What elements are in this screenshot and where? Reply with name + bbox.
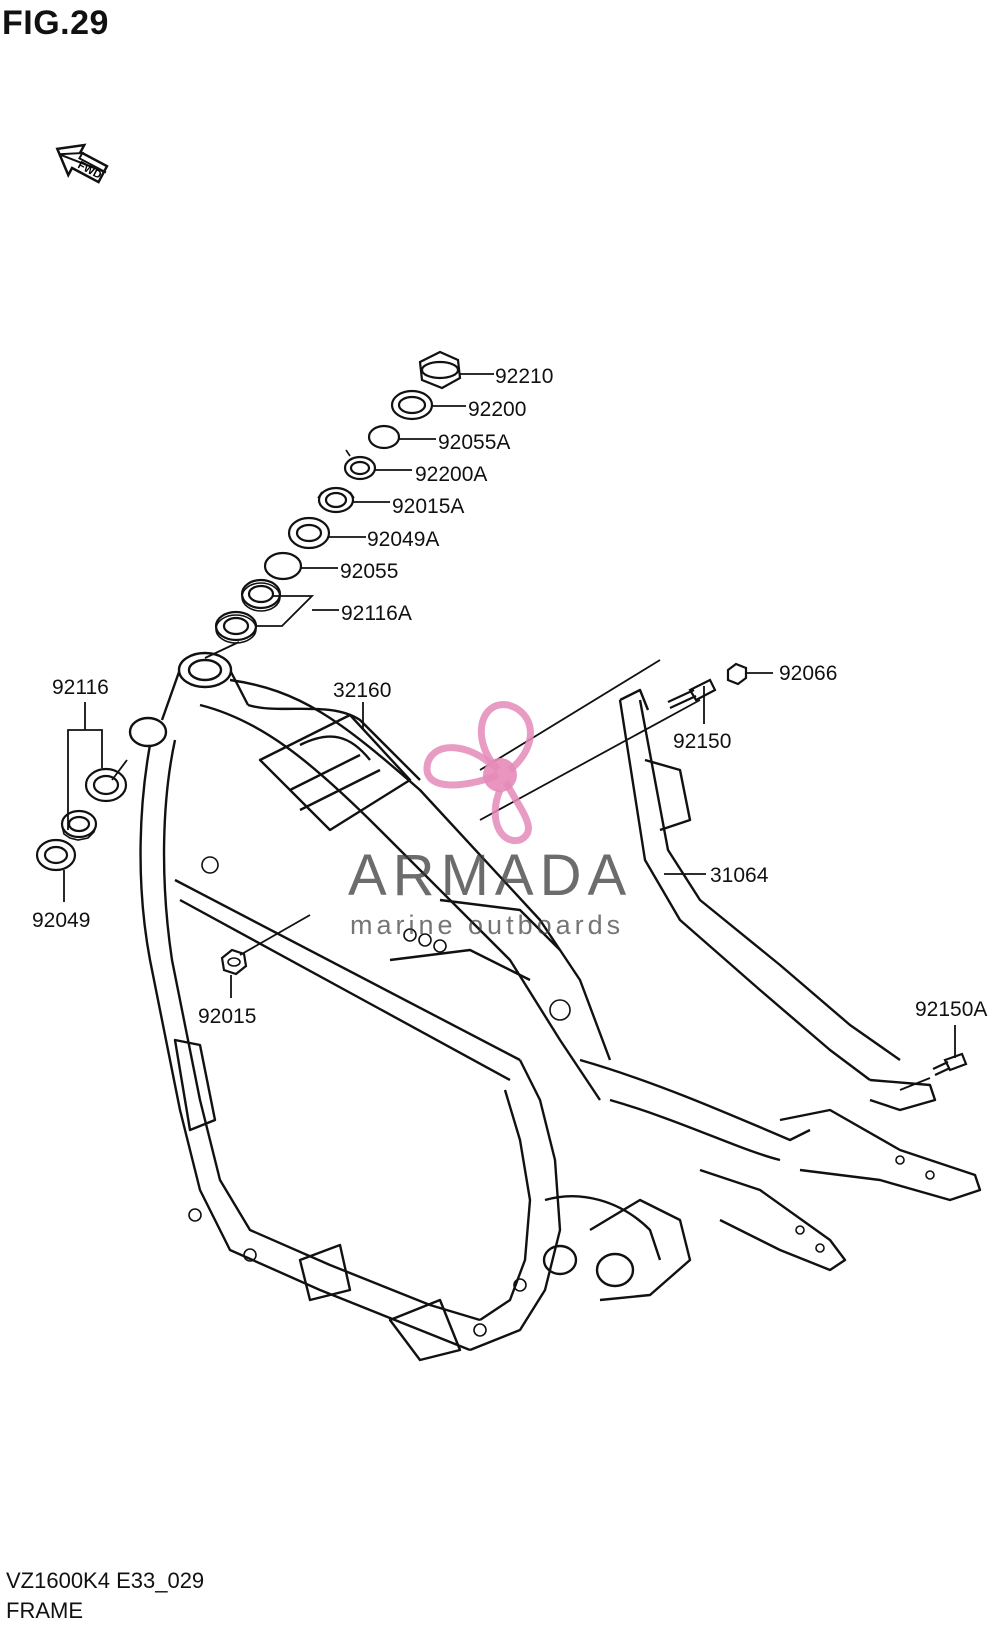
label-92055: 92055 [340, 560, 398, 583]
part-92200-washer [390, 389, 434, 421]
label-31064: 31064 [710, 864, 769, 887]
part-92066-nut [726, 662, 748, 686]
label-92066: 92066 [779, 662, 837, 685]
part-92049A-seal [287, 516, 331, 550]
label-92049A: 92049A [367, 528, 439, 551]
part-92015-nut [220, 948, 248, 976]
propeller-hub-icon [483, 758, 517, 792]
label-92116: 92116 [52, 676, 109, 699]
watermark-tagline: marine outboards [350, 910, 624, 940]
propeller-logo-icon [423, 701, 534, 845]
label-92210: 92210 [495, 365, 553, 388]
part-92150-bolt [667, 678, 717, 709]
label-92150A: 92150A [915, 998, 987, 1021]
leader-lines [63, 373, 956, 1091]
label-92200: 92200 [468, 398, 526, 421]
part-92150A-bolt [932, 1052, 968, 1076]
label-92150: 92150 [673, 730, 731, 753]
label-92015: 92015 [198, 1005, 256, 1028]
part-92116A-bearing-lower [214, 610, 258, 644]
label-92200A: 92200A [415, 463, 487, 486]
part-92049-seal [35, 838, 77, 872]
part-92055A-ring [367, 424, 401, 450]
label-92049: 92049 [32, 909, 90, 932]
lower-steering-parts [35, 767, 128, 872]
fwd-arrow-icon: FWD [55, 143, 109, 184]
armada-watermark: ARMADA marine outboards [348, 701, 632, 940]
part-92210-nut [418, 350, 462, 390]
label-32160: 32160 [333, 679, 391, 702]
model-code: VZ1600K4 E33_029 [6, 1568, 205, 1593]
label-92055A: 92055A [438, 431, 510, 454]
label-92116A: 92116A [341, 602, 412, 625]
watermark-brand: ARMADA [348, 843, 632, 908]
part-labels: 92210 92200 92055A 92200A 92015A 92049A … [32, 365, 987, 1028]
part-92116A-bearing-upper [240, 578, 282, 612]
part-92015A-nut [317, 486, 355, 514]
part-92116-bearing [84, 767, 128, 803]
part-92055-ring [263, 551, 303, 581]
figure-title: FIG.29 [2, 4, 109, 42]
part-92116-cone [60, 809, 98, 841]
section-name: FRAME [6, 1598, 83, 1623]
frame-32160 [128, 651, 982, 1362]
part-92200A-lockwasher [343, 449, 377, 481]
steering-head-parts [214, 350, 462, 644]
label-92015A: 92015A [392, 495, 464, 518]
